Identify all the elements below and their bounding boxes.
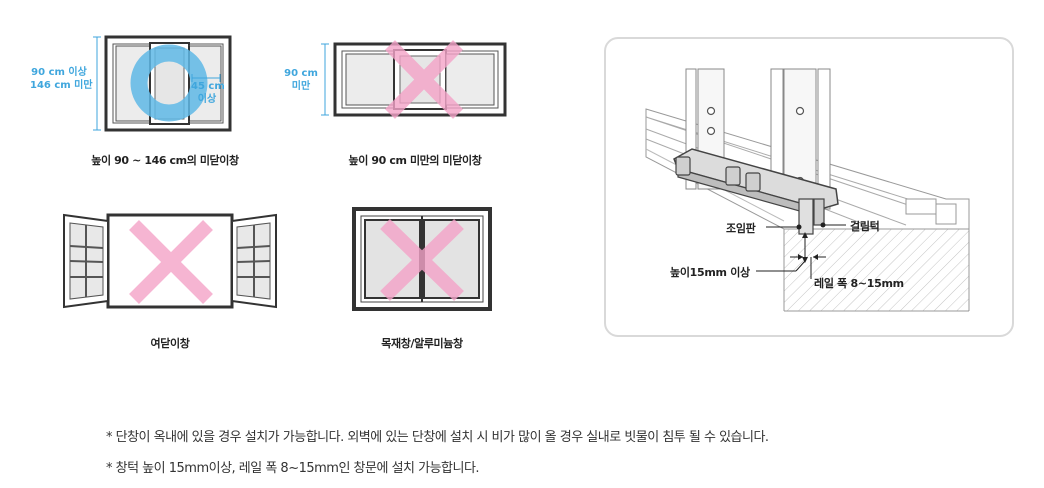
casement-window-illustration	[63, 213, 277, 309]
window-caption: 여닫이창	[150, 337, 190, 350]
note-indoor-install: * 단창이 옥내에 있을 경우 설치가 가능합니다. 외벽에 있는 단창에 설치…	[106, 430, 769, 445]
window-caption: 높이 90 cm 미만의 미닫이창	[348, 154, 482, 167]
rail-installation-illustration	[645, 68, 970, 312]
width-dimension-label: 45 cm 이상	[191, 81, 225, 105]
height-dimension-label: 90 cm 이상 146 cm 미만	[30, 67, 93, 91]
window-caption: 높이 90 ~ 146 cm의 미닫이창	[91, 154, 239, 167]
no-x-mark	[129, 220, 213, 304]
ok-circle-mark	[130, 44, 208, 122]
wood-aluminum-window-illustration	[352, 207, 492, 311]
no-x-mark	[380, 218, 464, 302]
height-callout: 높이15mm 이상	[670, 266, 750, 279]
sliding-window-tall-illustration	[93, 35, 232, 132]
window-caption: 목재창/알루미늄창	[381, 337, 463, 350]
height-dimension-label: 90 cm 미만	[284, 68, 318, 92]
rail-width-callout: 레일 폭 8~15mm	[814, 277, 904, 290]
no-x-mark	[385, 40, 463, 119]
sliding-window-short-illustration	[321, 40, 507, 119]
hook-callout: 걸림턱	[850, 220, 880, 233]
rail-detail-panel: 조임판 걸림턱 높이15mm 이상 레일 폭 8~15mm	[604, 37, 1014, 337]
clamp-plate-callout: 조임판	[726, 222, 756, 235]
note-sill-requirement: * 창턱 높이 15mm이상, 레일 폭 8~15mm인 창문에 설치 가능합니…	[106, 461, 480, 476]
